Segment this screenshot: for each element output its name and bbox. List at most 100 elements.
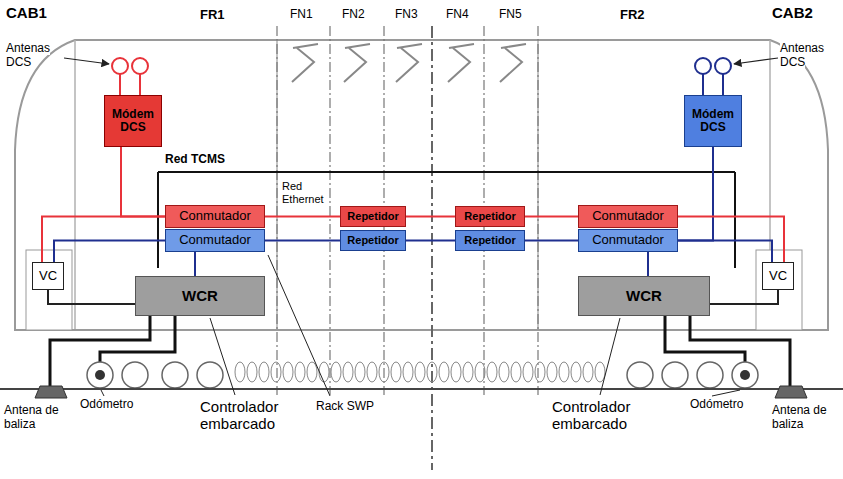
label-text: CAB1 xyxy=(6,4,47,21)
label: FN4 xyxy=(446,8,469,22)
dcs-antenna-left xyxy=(112,58,148,95)
label-text: Controlador embarcado xyxy=(552,398,630,432)
label-text: Red Ethernet xyxy=(282,180,324,205)
connector xyxy=(48,290,135,304)
label-text: Odómetro xyxy=(80,397,133,411)
label: Antenas DCS xyxy=(780,42,838,70)
box-text: Conmutador xyxy=(592,209,664,223)
odometer xyxy=(95,370,105,380)
leader-lines xyxy=(101,255,740,396)
label: Rack SWP xyxy=(316,400,374,414)
label-text: Antenas DCS xyxy=(6,41,50,69)
modem-box: Módem DCS xyxy=(684,95,742,147)
label: Controlador embarcado xyxy=(200,398,310,433)
connector xyxy=(525,240,578,242)
label: Antenas DCS xyxy=(6,42,64,70)
bogie-springs xyxy=(235,362,605,382)
label: Odómetro xyxy=(80,398,133,412)
odometer xyxy=(740,370,750,380)
underframe xyxy=(15,329,828,331)
label: FR1 xyxy=(200,8,225,23)
center-line xyxy=(431,26,433,470)
switch-box: Conmutador xyxy=(165,205,265,228)
label-text: Red TCMS xyxy=(165,152,225,166)
cab-divider xyxy=(74,40,76,330)
label: FN3 xyxy=(395,8,418,22)
box-text: Repetidor xyxy=(464,234,515,246)
leader-arrow xyxy=(64,58,109,64)
repeater-box: Repetidor xyxy=(455,230,525,251)
box-text: Repetidor xyxy=(464,210,515,222)
label: FN1 xyxy=(290,8,313,22)
label: FN5 xyxy=(499,8,522,22)
connector xyxy=(54,241,165,263)
connector xyxy=(525,216,578,218)
label: Antena de baliza xyxy=(772,404,840,432)
leader-arrow xyxy=(734,58,778,64)
wcr-box: WCR xyxy=(135,276,265,316)
label-text: Antena de baliza xyxy=(4,403,59,431)
label: Red TCMS xyxy=(165,153,225,167)
connector xyxy=(42,217,165,263)
label-text: Controlador embarcado xyxy=(200,398,278,432)
connector xyxy=(406,240,455,242)
label-text: FN3 xyxy=(395,7,418,21)
label-text: FR2 xyxy=(620,7,645,22)
label-text: FN1 xyxy=(290,7,313,21)
box-text: WCR xyxy=(182,288,218,305)
connector xyxy=(647,252,649,276)
switch-box: Conmutador xyxy=(165,229,265,252)
box-text: Módem DCS xyxy=(109,108,157,134)
label-text: Antenas DCS xyxy=(780,41,824,69)
train-body xyxy=(15,40,828,330)
wcr-box: WCR xyxy=(578,276,710,316)
connector xyxy=(710,290,778,304)
wheels xyxy=(87,362,758,388)
box-text: WCR xyxy=(626,288,662,305)
connector xyxy=(121,147,165,217)
box-text: Repetidor xyxy=(347,210,398,222)
box-text: Módem DCS xyxy=(689,108,737,134)
pantographs xyxy=(292,44,526,82)
section-lines xyxy=(277,26,538,395)
connector xyxy=(406,216,455,218)
connector xyxy=(678,241,772,263)
switch-box: Conmutador xyxy=(578,229,678,252)
modem-box: Módem DCS xyxy=(104,95,162,147)
repeater-box: Repetidor xyxy=(455,206,525,227)
vc-box: VC xyxy=(32,262,64,290)
repeater-box: Repetidor xyxy=(340,230,406,251)
label: FN2 xyxy=(342,8,365,22)
box-text: Conmutador xyxy=(179,209,251,223)
label-text: FN5 xyxy=(499,7,522,21)
label: CAB2 xyxy=(772,4,813,21)
label-text: Antena de baliza xyxy=(772,403,827,431)
dcs-antenna-right xyxy=(695,58,731,95)
label-text: FR1 xyxy=(200,7,225,22)
label: Red Ethernet xyxy=(282,180,330,205)
label: Antena de baliza xyxy=(4,404,74,432)
repeater-box: Repetidor xyxy=(340,206,406,227)
connector xyxy=(678,217,784,263)
box-text: VC xyxy=(39,269,57,283)
label-text: FN2 xyxy=(342,7,365,21)
connector xyxy=(265,216,340,218)
box-text: Conmutador xyxy=(592,233,664,247)
label-text: Odómetro xyxy=(690,397,743,411)
label-text: Rack SWP xyxy=(316,399,374,413)
rail xyxy=(0,388,843,390)
box-text: VC xyxy=(769,269,787,283)
label-text: CAB2 xyxy=(772,4,813,21)
label: Controlador embarcado xyxy=(552,398,662,433)
balise-antenna xyxy=(775,386,807,398)
box-text: Repetidor xyxy=(347,234,398,246)
label: Odómetro xyxy=(690,398,743,412)
connector xyxy=(678,147,713,241)
switch-box: Conmutador xyxy=(578,205,678,228)
label: CAB1 xyxy=(6,4,47,21)
label-text: FN4 xyxy=(446,7,469,21)
vc-box: VC xyxy=(762,262,794,290)
label: FR2 xyxy=(620,8,645,23)
box-text: Conmutador xyxy=(179,233,251,247)
